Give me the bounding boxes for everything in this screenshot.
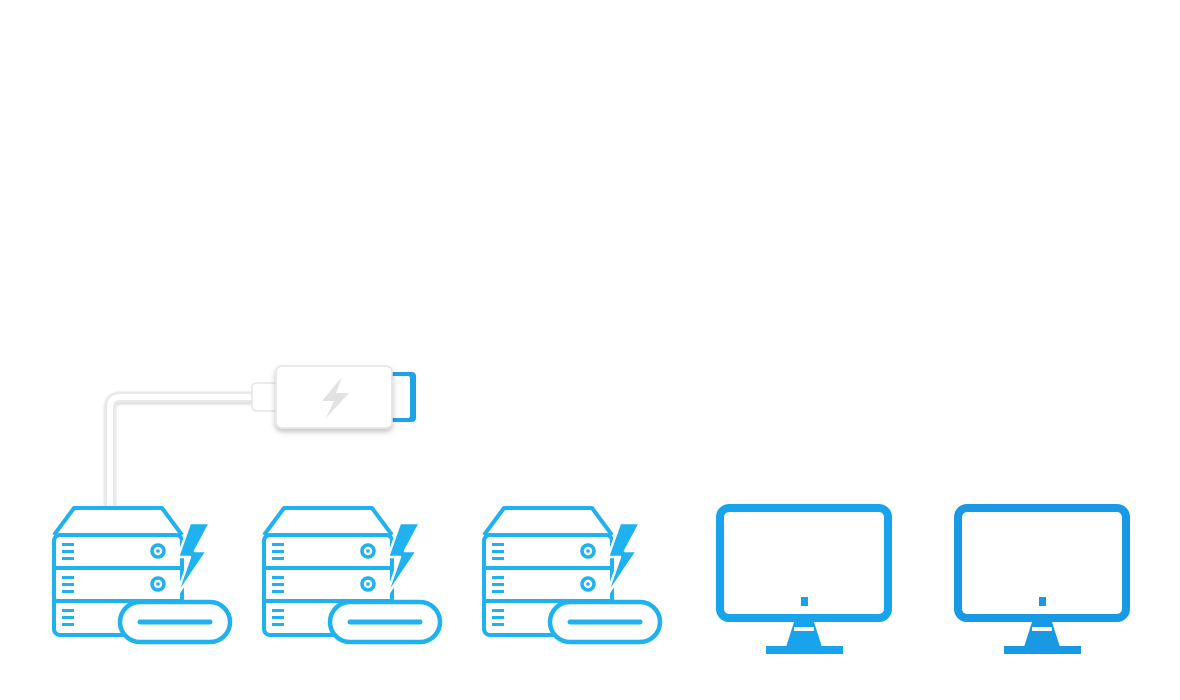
- storage-server-icon: [482, 506, 663, 645]
- storage-server-icon: [52, 506, 233, 645]
- thunderbolt-bolt-icon: [322, 377, 349, 418]
- storage-server-icon: [262, 506, 443, 645]
- host-cable: [104, 391, 286, 518]
- monitor-icon: [954, 504, 1130, 654]
- thunderbolt-connector: [251, 365, 416, 429]
- device-chain: [52, 504, 1130, 654]
- monitor-icon: [716, 504, 892, 654]
